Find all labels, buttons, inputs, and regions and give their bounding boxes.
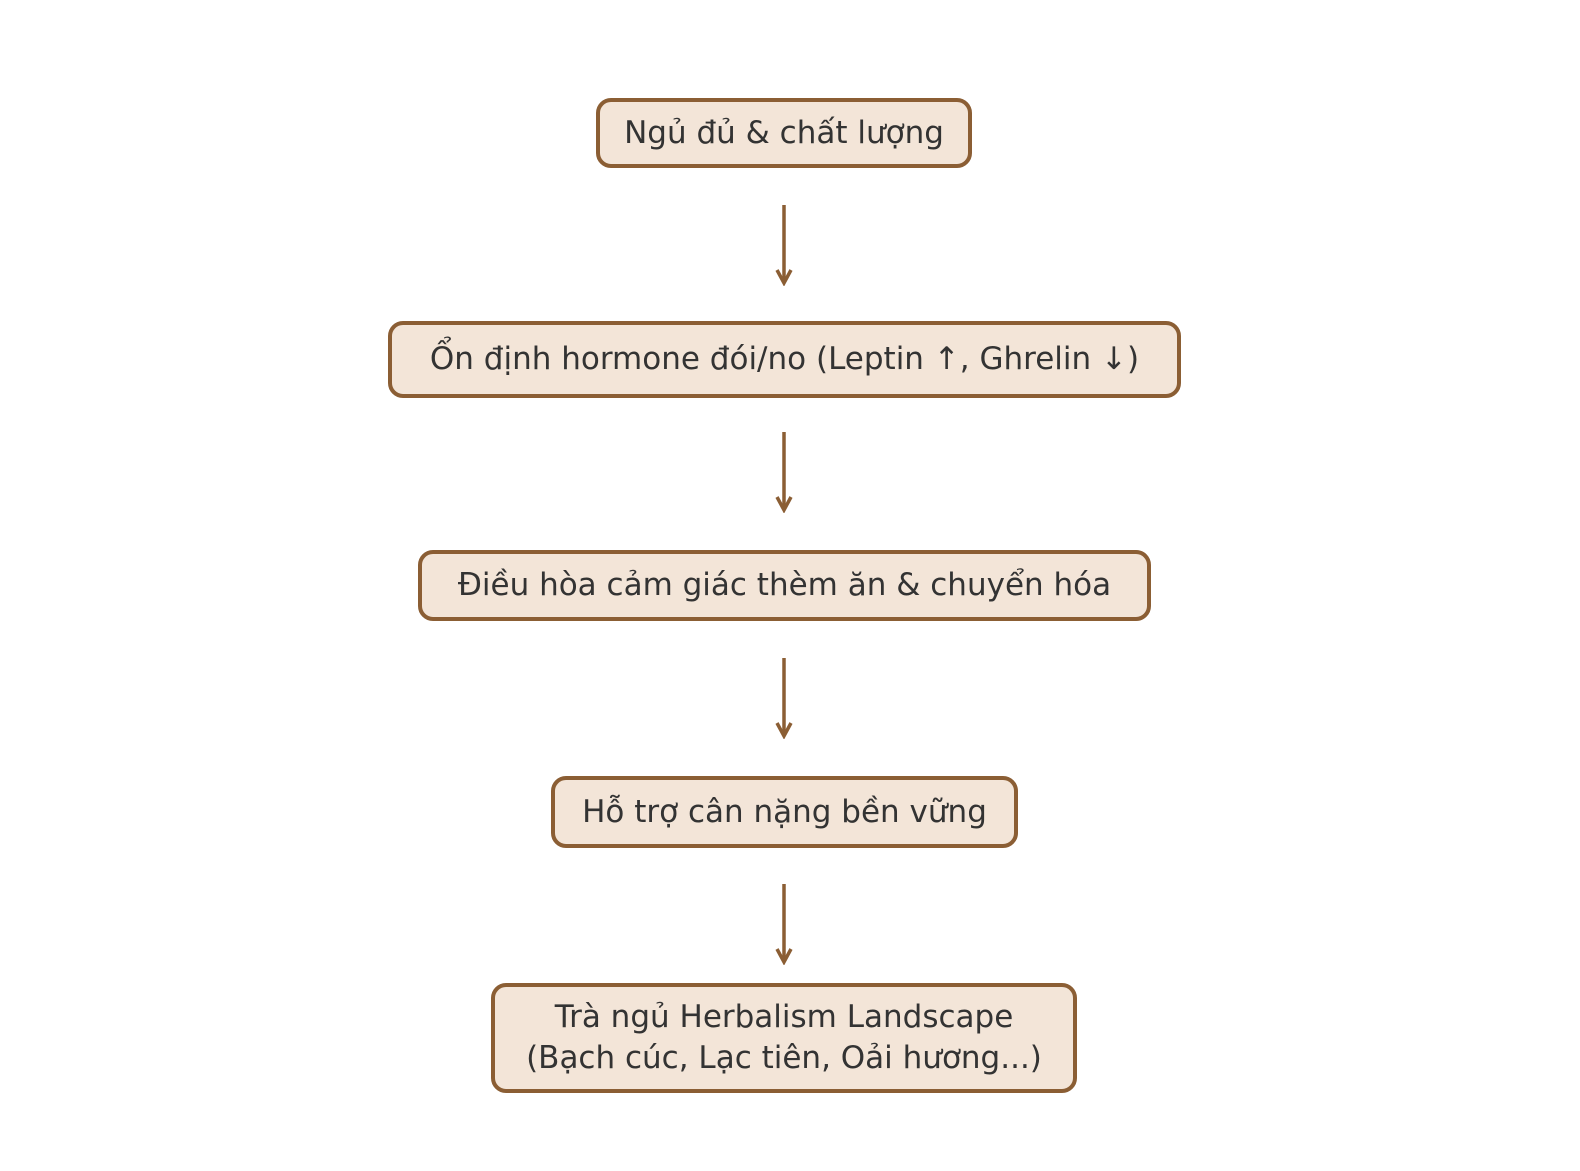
arrow-down-icon xyxy=(775,205,793,286)
node-label: Điều hòa cảm giác thèm ăn & chuyển hóa xyxy=(457,567,1112,603)
node-label-line1: Trà ngủ Herbalism Landscape xyxy=(554,999,1014,1035)
node-sleep-quality: Ngủ đủ & chất lượng xyxy=(596,98,972,168)
node-appetite-metabolism: Điều hòa cảm giác thèm ăn & chuyển hóa xyxy=(418,550,1151,621)
node-sustainable-weight: Hỗ trợ cân nặng bền vững xyxy=(551,776,1018,848)
node-label: Ngủ đủ & chất lượng xyxy=(624,114,944,151)
arrow-down-icon xyxy=(775,884,793,965)
arrow-down-icon xyxy=(775,432,793,513)
node-label: Ổn định hormone đói/no (Leptin ↑, Ghreli… xyxy=(429,341,1140,377)
node-label-line2: (Bạch cúc, Lạc tiên, Oải hương...) xyxy=(526,1040,1042,1076)
node-hormone-balance: Ổn định hormone đói/no (Leptin ↑, Ghreli… xyxy=(388,321,1181,398)
arrow-down-icon xyxy=(775,658,793,739)
node-herbal-tea: Trà ngủ Herbalism Landscape (Bạch cúc, L… xyxy=(491,983,1077,1093)
node-label: Hỗ trợ cân nặng bền vững xyxy=(582,793,987,830)
